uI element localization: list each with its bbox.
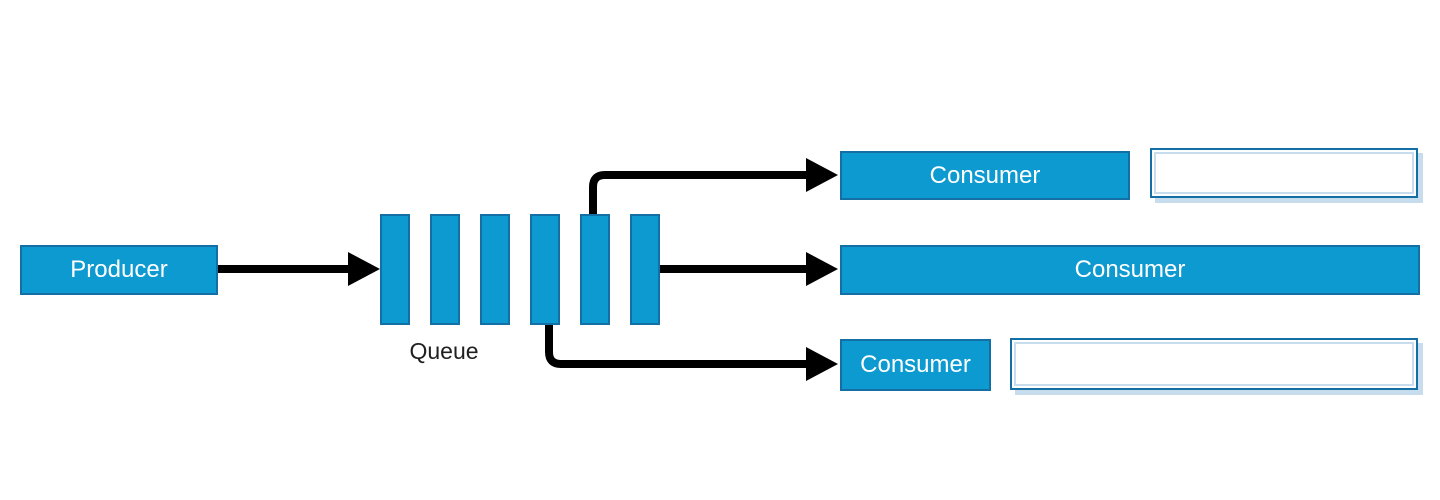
queue-slot [430, 214, 460, 325]
consumer-label: Consumer [929, 161, 1041, 189]
queue-label: Queue [409, 338, 479, 364]
producer-to-queue-arrowhead [348, 252, 380, 286]
queue-slot [630, 214, 660, 325]
queue-to-consumer-bottom-arrowhead [806, 347, 838, 381]
queue [380, 214, 660, 325]
consumer-label: Consumer [860, 351, 971, 378]
queue-slot [380, 214, 410, 325]
queue-to-consumer-top-arrow [589, 158, 838, 216]
queue-slot [530, 214, 560, 325]
empty-box-top [1150, 148, 1418, 198]
empty-box-bottom [1010, 338, 1418, 390]
consumer-box-top: Consumer [840, 151, 1130, 200]
consumer-label: Consumer [1074, 256, 1186, 283]
queue-slot [580, 214, 610, 325]
queue-to-consumer-top-arrowhead [806, 158, 838, 192]
queue-to-consumer-bottom-arrow [545, 323, 838, 381]
queue-slot [480, 214, 510, 325]
producer-label: Producer [70, 256, 168, 283]
queue-to-consumer-mid-arrow [658, 252, 838, 286]
producer-box: Producer [20, 245, 218, 295]
queue-to-consumer-mid-arrowhead [806, 252, 838, 286]
consumer-box-mid: Consumer [840, 245, 1420, 295]
producer-to-queue-arrow [218, 252, 380, 286]
queue-to-consumer-top-arrow-shaft [589, 171, 808, 216]
queue-to-consumer-bottom-arrow-shaft [545, 323, 808, 368]
consumer-box-bottom: Consumer [840, 339, 991, 391]
